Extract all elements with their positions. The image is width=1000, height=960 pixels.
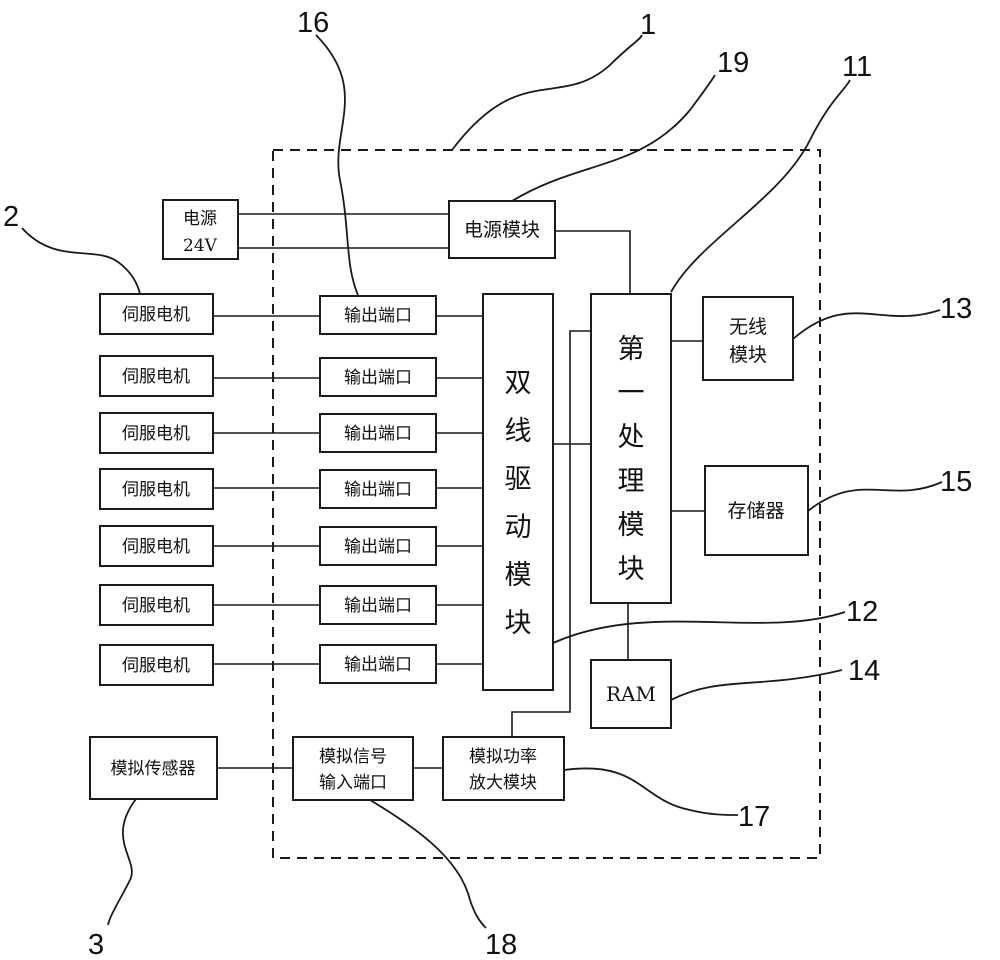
ref-17: 17 bbox=[738, 801, 770, 833]
ref-19: 19 bbox=[717, 47, 749, 79]
output-port-label: 输出端口 bbox=[344, 655, 412, 675]
memory-block: 存储器 bbox=[704, 465, 809, 556]
ref-18: 18 bbox=[485, 929, 517, 960]
power-source-block: 电源 24V bbox=[162, 199, 239, 260]
ref-2: 2 bbox=[3, 201, 19, 233]
servo-motor-label: 伺服电机 bbox=[122, 656, 190, 676]
connection-wires bbox=[213, 213, 705, 769]
ref-14: 14 bbox=[848, 655, 880, 687]
servo-motor-block-2: 伺服电机 bbox=[99, 355, 214, 397]
output-port-block-5: 输出端口 bbox=[319, 526, 437, 566]
servo-motor-block-3: 伺服电机 bbox=[99, 412, 214, 454]
output-port-label: 输出端口 bbox=[344, 480, 412, 500]
leader-3 bbox=[107, 798, 137, 926]
leader-18 bbox=[369, 799, 487, 929]
servo-motor-label: 伺服电机 bbox=[122, 537, 190, 557]
leader-19 bbox=[511, 74, 716, 202]
processor-char-4: 理 bbox=[618, 466, 645, 497]
output-port-label: 输出端口 bbox=[344, 424, 412, 444]
servo-motor-block-7: 伺服电机 bbox=[99, 644, 214, 686]
ref-15: 15 bbox=[940, 466, 972, 498]
servo-motor-label: 伺服电机 bbox=[122, 424, 190, 444]
wireless-module-label-2: 模块 bbox=[729, 344, 767, 366]
servo-motor-label: 伺服电机 bbox=[122, 367, 190, 387]
analog-input-port-block: 模拟信号 输入端口 bbox=[292, 736, 414, 801]
power-module-label: 电源模块 bbox=[464, 219, 540, 241]
power-source-label: 电源 bbox=[183, 209, 217, 229]
ram-block: RAM bbox=[590, 659, 672, 729]
leader-lines bbox=[21, 34, 943, 929]
processor-char-6: 块 bbox=[618, 554, 645, 585]
driver-char-4: 动 bbox=[505, 512, 532, 543]
reference-numerals: 1 2 3 11 12 13 14 15 16 17 18 19 bbox=[3, 7, 972, 960]
leader-1 bbox=[451, 34, 643, 151]
output-port-label: 输出端口 bbox=[344, 368, 412, 388]
driver-char-2: 线 bbox=[505, 416, 532, 447]
wireless-module-block: 无线 模块 bbox=[702, 296, 794, 381]
servo-motor-block-4: 伺服电机 bbox=[99, 468, 214, 510]
analog-amp-label-1: 模拟功率 bbox=[469, 747, 537, 767]
output-port-label: 输出端口 bbox=[344, 596, 412, 616]
memory-label: 存储器 bbox=[727, 500, 784, 522]
servo-motor-block-5: 伺服电机 bbox=[99, 525, 214, 567]
ref-13: 13 bbox=[940, 293, 972, 325]
leader-11 bbox=[670, 79, 851, 293]
driver-char-1: 双 bbox=[505, 368, 532, 399]
analog-sensor-label: 模拟传感器 bbox=[111, 759, 196, 779]
servo-motor-label: 伺服电机 bbox=[122, 596, 190, 616]
leader-13 bbox=[792, 309, 941, 340]
ref-1: 1 bbox=[640, 9, 656, 41]
processor-to-amp-wire bbox=[511, 330, 591, 737]
servo-motor-label: 伺服电机 bbox=[122, 480, 190, 500]
leader-2 bbox=[21, 227, 141, 295]
leader-14 bbox=[670, 669, 843, 701]
analog-input-label-2: 输入端口 bbox=[319, 773, 387, 793]
processor-char-1: 第 bbox=[618, 334, 645, 365]
device-enclosure bbox=[272, 149, 821, 859]
ref-16: 16 bbox=[297, 7, 329, 39]
processor-char-3: 处 bbox=[618, 422, 645, 453]
servo-motor-label: 伺服电机 bbox=[122, 305, 190, 325]
driver-char-5: 模 bbox=[505, 560, 532, 591]
output-port-block-7: 输出端口 bbox=[319, 644, 437, 684]
output-port-block-6: 输出端口 bbox=[319, 585, 437, 625]
leader-16 bbox=[315, 34, 359, 296]
driver-char-3: 驱 bbox=[505, 464, 532, 495]
analog-amp-label-2: 放大模块 bbox=[469, 773, 537, 793]
power-to-processor-wire bbox=[555, 230, 631, 294]
leader-17 bbox=[563, 767, 739, 816]
output-port-label: 输出端口 bbox=[344, 306, 412, 326]
driver-char-6: 块 bbox=[505, 608, 532, 639]
ref-3: 3 bbox=[88, 929, 104, 960]
output-port-block-4: 输出端口 bbox=[319, 469, 437, 509]
power-source-voltage: 24V bbox=[183, 236, 218, 256]
dual-line-driver-block: 双 线 驱 动 模 块 bbox=[482, 293, 554, 691]
power-module-block: 电源模块 bbox=[448, 200, 556, 259]
ref-11: 11 bbox=[842, 51, 872, 83]
output-port-block-3: 输出端口 bbox=[319, 413, 437, 453]
ram-label: RAM bbox=[606, 682, 656, 706]
leader-15 bbox=[807, 481, 943, 512]
analog-power-amp-block: 模拟功率 放大模块 bbox=[442, 736, 565, 801]
servo-motor-block-1: 伺服电机 bbox=[99, 293, 214, 335]
ref-12: 12 bbox=[846, 596, 878, 628]
output-port-block-1: 输出端口 bbox=[319, 295, 437, 335]
servo-motor-block-6: 伺服电机 bbox=[99, 584, 214, 626]
wireless-module-label-1: 无线 bbox=[729, 316, 767, 338]
analog-sensor-block: 模拟传感器 bbox=[89, 736, 218, 800]
leader-12 bbox=[552, 611, 846, 644]
output-port-block-2: 输出端口 bbox=[319, 357, 437, 397]
processor-char-5: 模 bbox=[618, 510, 645, 541]
processor-char-2: 一 bbox=[618, 378, 645, 409]
analog-input-label-1: 模拟信号 bbox=[319, 747, 387, 767]
first-processing-module-block: 第 一 处 理 模 块 bbox=[590, 293, 672, 604]
output-port-label: 输出端口 bbox=[344, 537, 412, 557]
